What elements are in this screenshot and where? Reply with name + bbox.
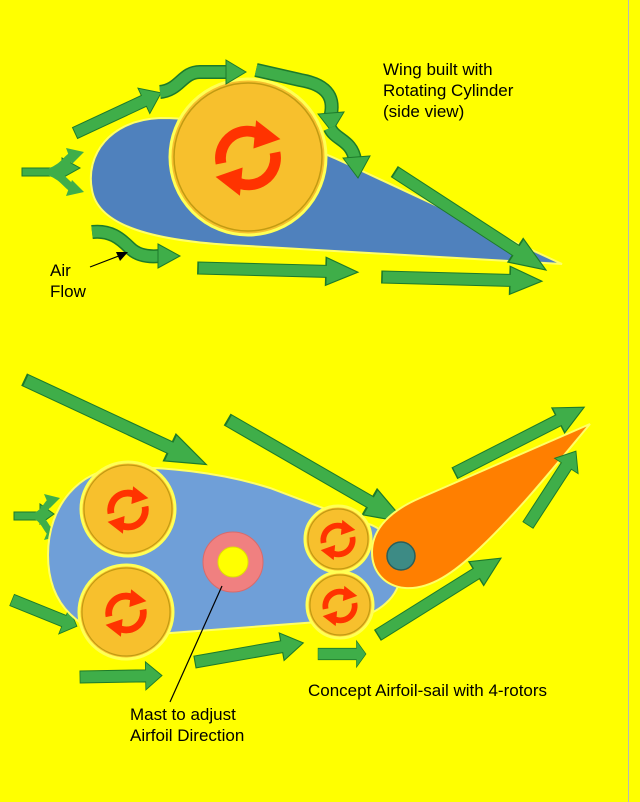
flow-arrows-top (21, 59, 555, 296)
wing-top (89, 77, 563, 265)
air-flow-pointer (89, 252, 128, 268)
air-flow-line-1: Air (50, 261, 71, 280)
flow-arrow-icon (196, 253, 360, 287)
rotor-bottom-left (77, 563, 175, 661)
air-flow-line-2: Flow (50, 282, 86, 301)
rotor-top-left (79, 460, 177, 558)
flow-arrow-icon (79, 661, 163, 692)
wavy-flow-arrow-icon (323, 124, 371, 179)
wavy-flow-arrow-icon (91, 224, 182, 269)
wavy-flow-arrow-icon (254, 63, 345, 133)
wavy-flow-arrow-icon (158, 59, 247, 99)
flow-arrow-icon (380, 262, 544, 296)
sail-pivot (386, 541, 416, 571)
mast-pointer-line (169, 585, 223, 703)
flow-arrow-icon (17, 365, 214, 479)
concept-label: Concept Airfoil-sail with 4-rotors (308, 681, 548, 700)
mast (202, 531, 264, 593)
wing-title-line-1: Wing built with (383, 60, 493, 79)
rotating-cylinder (168, 77, 328, 237)
mast-label: Mast to adjust Airfoil Direction (130, 704, 244, 746)
wing-title-label: Wing built with Rotating Cylinder (side … (383, 59, 513, 122)
sail-assembly (46, 423, 591, 703)
flow-arrow-icon (192, 628, 307, 677)
rotor-bottom-right (305, 570, 375, 640)
split-flow-arrow-icon (21, 148, 84, 196)
page-edge-line (628, 0, 629, 802)
wing-title-line-2: Rotating Cylinder (383, 81, 514, 100)
wing-title-line-3: (side view) (383, 102, 465, 121)
mast-label-line-1: Mast to adjust (130, 705, 236, 724)
flow-arrow-icon (317, 640, 367, 668)
mast-label-line-2: Airfoil Direction (130, 726, 245, 745)
air-flow-label: Air Flow (50, 260, 86, 302)
rotor-top-right (303, 504, 373, 574)
